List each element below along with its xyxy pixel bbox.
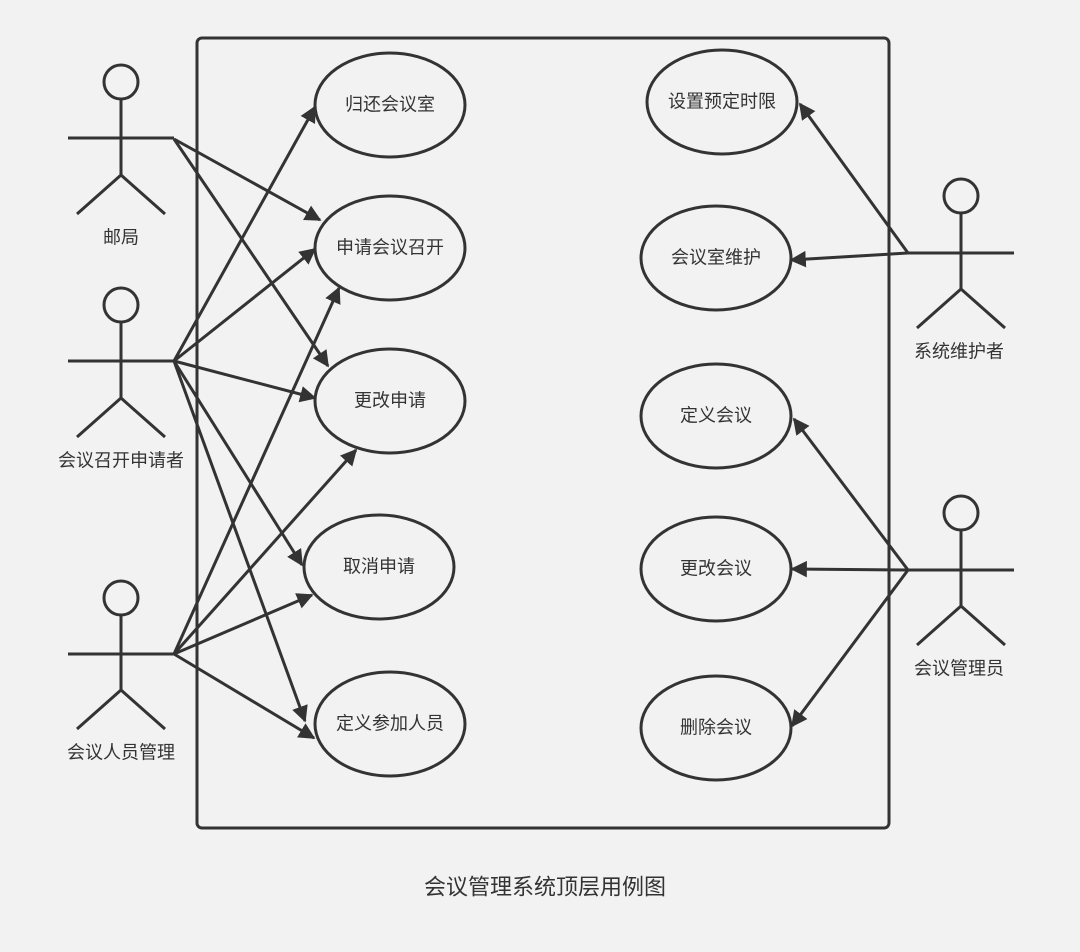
association-personnel-change_apply (172, 448, 358, 655)
association-postoffice-apply_meeting (173, 137, 322, 222)
usecase-define-attendees[interactable]: 定义参加人员 (313, 670, 467, 778)
association-applicant-return_room (172, 105, 317, 362)
actor-admin[interactable] (908, 494, 1014, 647)
usecase-label: 设置预定时限 (668, 92, 776, 113)
usecase-set-deadline[interactable]: 设置预定时限 (645, 48, 799, 156)
usecase-label: 取消申请 (343, 557, 415, 578)
usecase-define-meeting[interactable]: 定义会议 (639, 362, 793, 470)
actor-applicant[interactable] (68, 286, 174, 439)
actor-postoffice-label: 邮局 (103, 228, 139, 249)
association-applicant-define_attendees (172, 360, 308, 723)
association-applicant-apply_meeting (173, 247, 317, 363)
usecase-label: 定义会议 (680, 406, 752, 427)
association-sysmaint-set_deadline (798, 102, 910, 254)
usecase-label: 更改会议 (680, 559, 752, 580)
association-personnel-apply_meeting (172, 286, 341, 655)
usecase-delete-meeting[interactable]: 删除会议 (639, 674, 793, 782)
association-applicant-cancel_apply (172, 360, 304, 567)
usecase-apply-meeting[interactable]: 申请会议召开 (313, 194, 467, 302)
system-boundary (195, 36, 891, 830)
usecase-label: 归还会议室 (345, 95, 435, 116)
actor-admin-label: 会议管理员 (914, 659, 1004, 680)
actor-sysmaint[interactable] (908, 177, 1014, 330)
usecase-label: 申请会议召开 (336, 238, 444, 259)
association-personnel-define_attendees (173, 652, 316, 740)
associations (172, 102, 910, 740)
usecase-label: 删除会议 (680, 718, 752, 739)
actor-personnel[interactable] (68, 579, 174, 731)
usecase-cancel-apply[interactable]: 取消申请 (302, 513, 456, 621)
usecase-label: 更改申请 (354, 391, 426, 412)
actor-postoffice[interactable] (68, 63, 174, 216)
actor-personnel-label: 会议人员管理 (67, 743, 175, 764)
diagram-caption: 会议管理系统顶层用例图 (424, 876, 666, 901)
association-admin-define_meeting (792, 417, 910, 571)
actor-sysmaint-label: 系统维护者 (914, 342, 1004, 363)
association-sysmaint-room_maint (789, 250, 909, 268)
usecase-return-room[interactable]: 归还会议室 (313, 51, 467, 159)
usecase-change-meeting[interactable]: 更改会议 (639, 515, 793, 623)
usecase-label: 会议室维护 (671, 248, 761, 269)
association-personnel-cancel_apply (173, 593, 314, 656)
association-admin-change_meeting (790, 560, 909, 578)
usecase-label: 定义参加人员 (336, 714, 444, 735)
usecase-change-apply[interactable]: 更改申请 (313, 347, 467, 455)
actor-applicant-label: 会议召开申请者 (58, 451, 184, 472)
association-admin-delete_meeting (790, 569, 910, 728)
association-postoffice-change_apply (172, 138, 330, 368)
usecase-room-maint[interactable]: 会议室维护 (639, 204, 793, 312)
